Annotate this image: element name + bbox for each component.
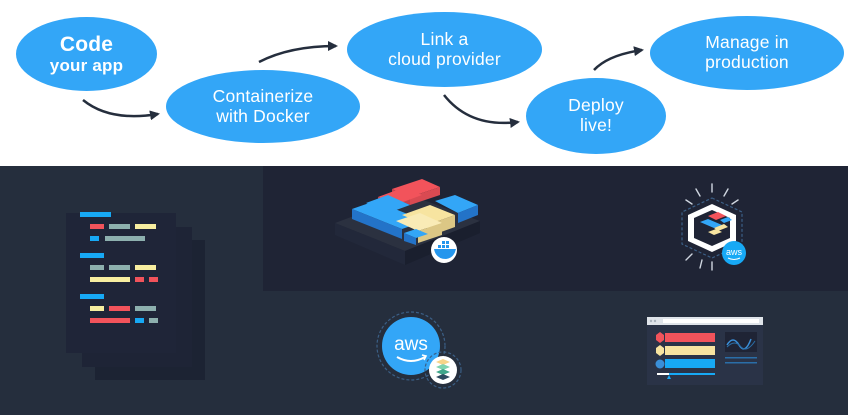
arrow-deploy-to-manage	[593, 46, 644, 71]
aws-stack-icon: aws	[376, 311, 462, 389]
step-subtitle: with Docker	[216, 105, 310, 126]
step-subtitle: production	[705, 52, 789, 72]
step-title: Containerize	[212, 85, 314, 106]
docker-whale-icon	[431, 237, 457, 263]
step-title: Manage in	[705, 32, 789, 53]
sparkle-rays	[685, 183, 739, 271]
aws-container-cluster-icon: aws	[681, 183, 746, 271]
step-title: Deploy	[568, 95, 624, 116]
step-subtitle: cloud provider	[388, 48, 501, 69]
monitoring-dashboard-icon	[647, 317, 763, 385]
aws-badge-text: aws	[726, 247, 743, 257]
code-document-icon	[66, 212, 205, 380]
step-link-cloud: Link a cloud provider	[347, 12, 542, 87]
code-lines	[80, 212, 158, 323]
step-subtitle: live!	[579, 115, 613, 135]
arrow-cloud-to-deploy	[443, 94, 520, 128]
step-title: Link a	[420, 28, 469, 49]
step-manage-production: Manage in production	[650, 16, 844, 90]
code-page	[66, 213, 176, 353]
arrow-code-to-docker	[82, 99, 160, 121]
layers-icon	[436, 359, 450, 380]
step-subtitle: your app	[49, 56, 124, 76]
aws-logo-text: aws	[394, 334, 428, 355]
step-deploy-live: Deploy live!	[526, 78, 666, 154]
step-containerize: Containerize with Docker	[166, 70, 360, 143]
step-title: Code	[59, 32, 114, 56]
arrow-docker-to-cloud	[258, 41, 338, 64]
arrows-layer	[82, 41, 644, 128]
step-code-your-app: Code your app	[16, 17, 157, 91]
docker-containers-icon	[335, 179, 480, 265]
workflow-diagram: Code your app Containerize with Docker L…	[0, 0, 848, 166]
aws-badge: aws	[722, 241, 746, 265]
